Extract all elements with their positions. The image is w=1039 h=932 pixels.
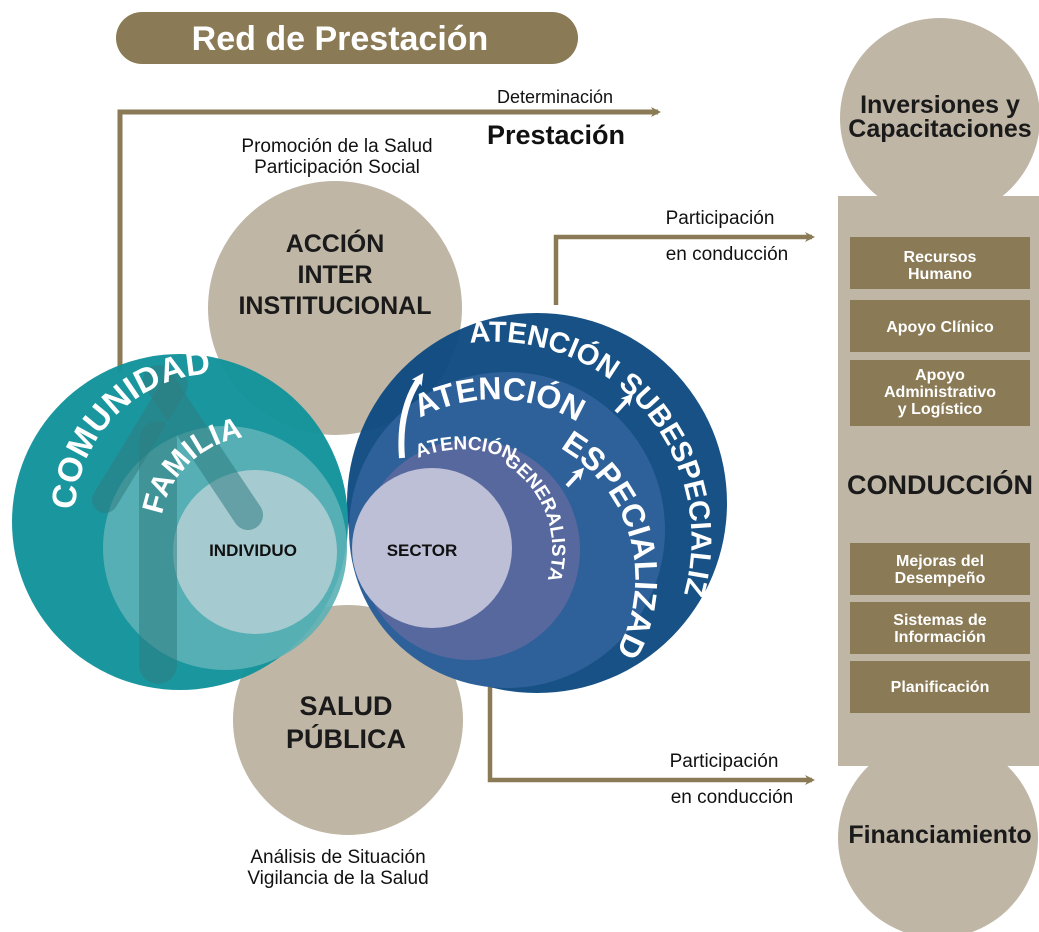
individuo-label: INDIVIDUO bbox=[209, 541, 297, 560]
apoyo-clinico-box bbox=[850, 300, 1030, 352]
sistemas-informacion-box bbox=[850, 602, 1030, 654]
recursos-humano-line-2: Humano bbox=[908, 266, 972, 283]
salud-publica-caption-line-2: Vigilancia de la Salud bbox=[247, 868, 428, 889]
apoyo-clinico-label: Apoyo Clínico bbox=[886, 319, 994, 336]
salud-publica-label-line-1: SALUD bbox=[300, 691, 393, 721]
sector-circle bbox=[352, 468, 512, 628]
conduccion-title: CONDUCCIÓN bbox=[847, 469, 1033, 500]
individuo-circle bbox=[173, 470, 337, 634]
salud-publica-circle bbox=[233, 605, 463, 835]
participacion-top-line-2: en conducción bbox=[666, 244, 789, 265]
inversiones-label-line-2: Capacitaciones bbox=[848, 115, 1031, 143]
prestacion-arrow bbox=[117, 107, 661, 372]
participacion-top-arrow bbox=[553, 232, 815, 305]
sistemas-informacion-line-2: Información bbox=[894, 629, 986, 646]
title-pill bbox=[116, 12, 578, 64]
person-figure-icon bbox=[92, 365, 263, 684]
participacion-bottom-line-1: Participación bbox=[670, 751, 779, 772]
apoyo-administrativo-line-3: y Logístico bbox=[898, 401, 983, 418]
accion-label-line-2: INTER bbox=[298, 261, 373, 289]
inversiones-label-line-1: Inversiones y bbox=[860, 91, 1020, 119]
recursos-humano-line-1: Recursos bbox=[904, 249, 977, 266]
accion-label-line-1: ACCIÓN bbox=[286, 228, 385, 258]
inversiones-circle bbox=[840, 18, 1039, 218]
accion-caption-line-2: Participación Social bbox=[254, 157, 420, 178]
apoyo-administrativo-line-1: Apoyo bbox=[915, 367, 965, 384]
salud-publica-label-line-2: PÚBLICA bbox=[286, 723, 406, 754]
recursos-humano-box bbox=[850, 237, 1030, 289]
mejoras-desempeno-box bbox=[850, 543, 1030, 595]
accion-caption-line-1: Promoción de la Salud bbox=[241, 136, 432, 157]
participacion-top-line-1: Participación bbox=[666, 208, 775, 229]
accion-inter-institucional-circle bbox=[208, 181, 462, 435]
mejoras-desempeno-line-1: Mejoras del bbox=[896, 553, 984, 570]
planificacion-box bbox=[850, 661, 1030, 713]
financiamiento-circle bbox=[838, 738, 1038, 932]
progression-arrow-icon bbox=[398, 373, 424, 459]
accion-label-line-3: INSTITUCIONAL bbox=[238, 292, 431, 320]
especializada-arrow-icon bbox=[614, 393, 634, 414]
mejoras-desempeno-line-2: Desempeño bbox=[895, 570, 986, 587]
sector-label: SECTOR bbox=[387, 541, 458, 560]
page-title: Red de Prestación bbox=[192, 20, 489, 58]
apoyo-administrativo-line-2: Administrativo bbox=[884, 384, 996, 401]
financiamiento-label: Financiamiento bbox=[848, 821, 1031, 849]
prestacion-label: Prestación bbox=[487, 120, 625, 150]
salud-publica-caption-line-1: Análisis de Situación bbox=[250, 847, 425, 868]
generalista-arrow-icon bbox=[565, 467, 585, 488]
participacion-bottom-line-2: en conducción bbox=[671, 787, 794, 808]
planificacion-label: Planificación bbox=[891, 679, 990, 696]
participacion-bottom-arrow bbox=[487, 652, 815, 785]
apoyo-administrativo-box bbox=[850, 360, 1030, 426]
sistemas-informacion-line-1: Sistemas de bbox=[893, 612, 986, 629]
determinacion-label: Determinación bbox=[497, 87, 613, 107]
